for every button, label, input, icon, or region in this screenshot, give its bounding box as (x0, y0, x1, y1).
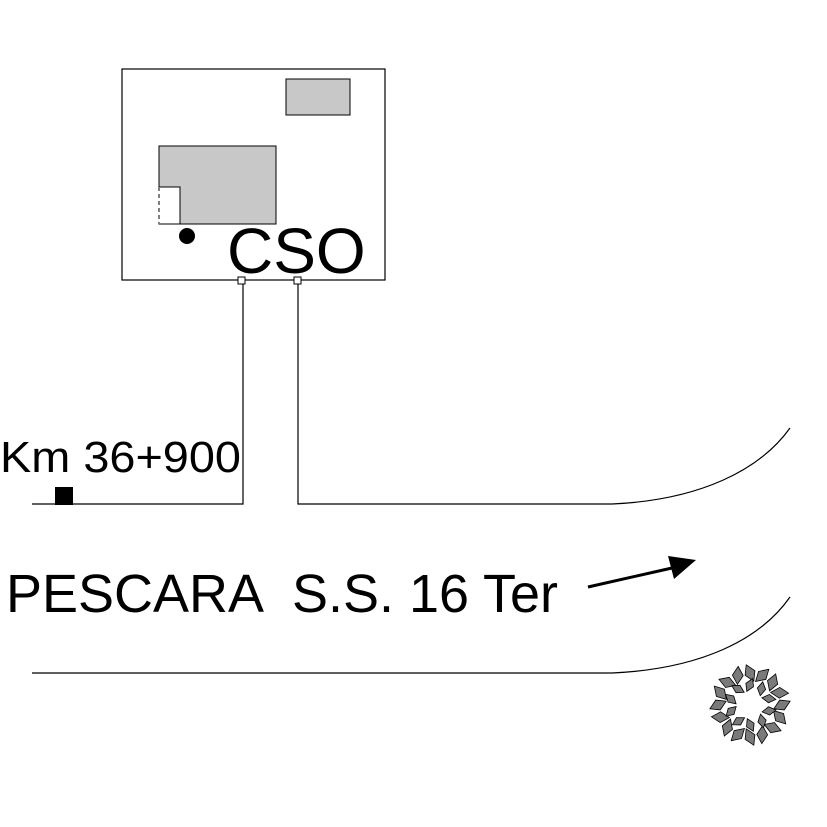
road-route-label: S.S. 16 Ter (292, 564, 558, 624)
tree-leaf (761, 706, 777, 716)
tree-leaf (756, 724, 769, 745)
tree-leaf (725, 706, 737, 717)
tree-leaf (731, 665, 744, 686)
tree-leaf (713, 685, 728, 701)
tree-leaf (721, 718, 733, 737)
tree-leaf (744, 664, 756, 682)
tree-leaf (731, 717, 746, 726)
tree-leaf (744, 728, 756, 746)
building-small (285, 78, 351, 116)
tree-leaf (761, 693, 777, 704)
tree-leaf (725, 693, 737, 705)
tree-leaf (767, 673, 779, 692)
site-compound: CSO (121, 68, 386, 287)
tree-leaf (756, 681, 767, 697)
road-upper-edge-right (297, 284, 791, 505)
road-lower-edge (32, 596, 791, 674)
tree-leaf (730, 727, 746, 742)
gate-post-left (237, 276, 246, 285)
gate-post-right (293, 276, 302, 285)
access-road (32, 284, 791, 674)
site-boundary (121, 68, 386, 281)
arrow-right-icon (587, 556, 696, 589)
tree-leaf (710, 711, 731, 724)
tree-leaf (769, 686, 790, 699)
building-annex (158, 186, 181, 225)
tree-leaf (754, 668, 770, 683)
site-point-marker (179, 228, 195, 244)
tree-leaf (731, 684, 745, 694)
tree-leaf (745, 677, 754, 693)
tree-leaf (709, 699, 727, 711)
km-marker-square (55, 487, 73, 505)
road-upper-edge-left (32, 284, 244, 505)
road-city-label: PESCARA (6, 564, 264, 624)
site-label: CSO (227, 215, 366, 287)
tree-symbol-icon (709, 664, 791, 746)
tree-leaf (746, 717, 755, 733)
km-marker-label: Km 36+900 (0, 433, 241, 482)
tree-leaf (757, 713, 767, 729)
